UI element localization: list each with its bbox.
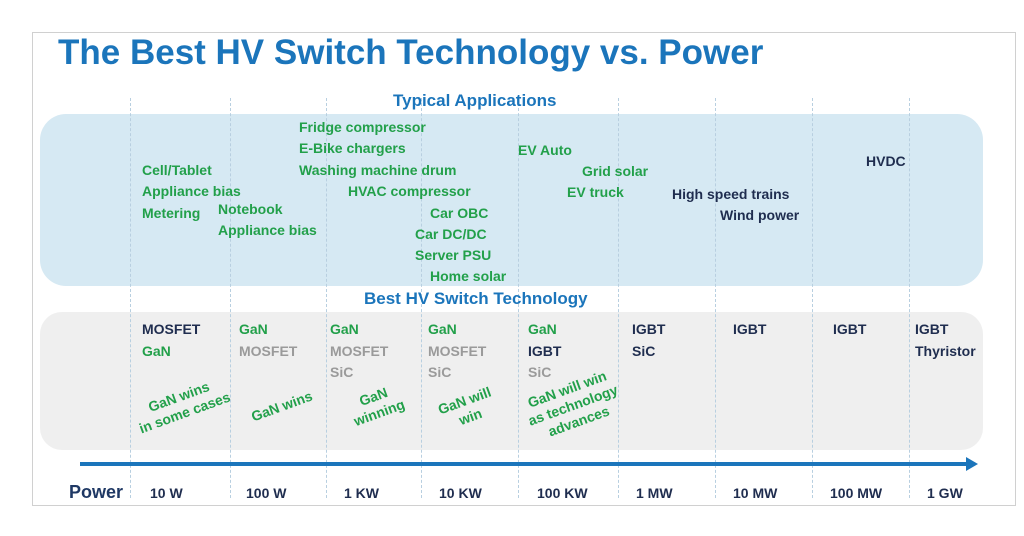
power-tick: 10 KW <box>439 485 482 501</box>
technology: IGBT <box>915 321 949 337</box>
divider <box>618 98 619 498</box>
slide-title: The Best HV Switch Technology vs. Power <box>58 33 764 72</box>
application: EV truck <box>567 184 624 200</box>
technology: Thyristor <box>915 343 976 359</box>
application: Car OBC <box>430 205 489 221</box>
technology: SiC <box>330 364 354 380</box>
application: Washing machine drum <box>299 162 457 178</box>
axis-label: Power <box>69 482 124 502</box>
technology: SiC <box>528 364 552 380</box>
technology: SiC <box>428 364 452 380</box>
application: HVDC <box>866 153 906 169</box>
technology: GaN <box>330 321 359 337</box>
arrow-head-icon <box>966 457 978 471</box>
technology: SiC <box>632 343 656 359</box>
divider <box>230 98 231 498</box>
application: HVAC compressor <box>348 183 471 199</box>
technology: IGBT <box>833 321 867 337</box>
technology: MOSFET <box>428 343 487 359</box>
application: Metering <box>142 205 201 221</box>
power-tick: 10 MW <box>733 485 778 501</box>
power-tick: 100 KW <box>537 485 588 501</box>
divider <box>715 98 716 498</box>
technology: GaN <box>239 321 268 337</box>
technology-band <box>40 312 983 450</box>
divider <box>909 98 910 498</box>
technology: MOSFET <box>142 321 201 337</box>
divider <box>812 98 813 498</box>
power-tick: 1 MW <box>636 485 673 501</box>
power-tick: 100 MW <box>830 485 883 501</box>
technology: GaN <box>428 321 457 337</box>
technology: IGBT <box>632 321 666 337</box>
divider <box>421 98 422 498</box>
divider <box>130 98 131 498</box>
application: Wind power <box>720 207 800 223</box>
application: Appliance bias <box>218 222 317 238</box>
application: Grid solar <box>582 163 649 179</box>
power-tick: 10 W <box>150 485 183 501</box>
application: E-Bike chargers <box>299 140 406 156</box>
divider <box>518 98 519 498</box>
application: High speed trains <box>672 186 790 202</box>
technology-heading: Best HV Switch Technology <box>364 289 588 308</box>
application: Notebook <box>218 201 283 217</box>
application: Server PSU <box>415 247 492 263</box>
application: Home solar <box>430 268 507 284</box>
technology: GaN <box>528 321 557 337</box>
power-axis <box>80 462 968 466</box>
technology: MOSFET <box>239 343 298 359</box>
power-tick: 100 W <box>246 485 287 501</box>
slide-frame <box>32 32 1016 506</box>
application: Fridge compressor <box>299 119 426 135</box>
technology: GaN <box>142 343 171 359</box>
divider <box>326 98 327 498</box>
application: EV Auto <box>518 142 572 158</box>
technology: IGBT <box>733 321 767 337</box>
power-tick: 1 GW <box>927 485 963 501</box>
application: Cell/Tablet <box>142 162 212 178</box>
technology: IGBT <box>528 343 562 359</box>
applications-band <box>40 114 983 286</box>
application: Car DC/DC <box>415 226 487 242</box>
technology: MOSFET <box>330 343 389 359</box>
power-tick: 1 KW <box>344 485 379 501</box>
application: Appliance bias <box>142 183 241 199</box>
applications-heading: Typical Applications <box>393 91 557 110</box>
